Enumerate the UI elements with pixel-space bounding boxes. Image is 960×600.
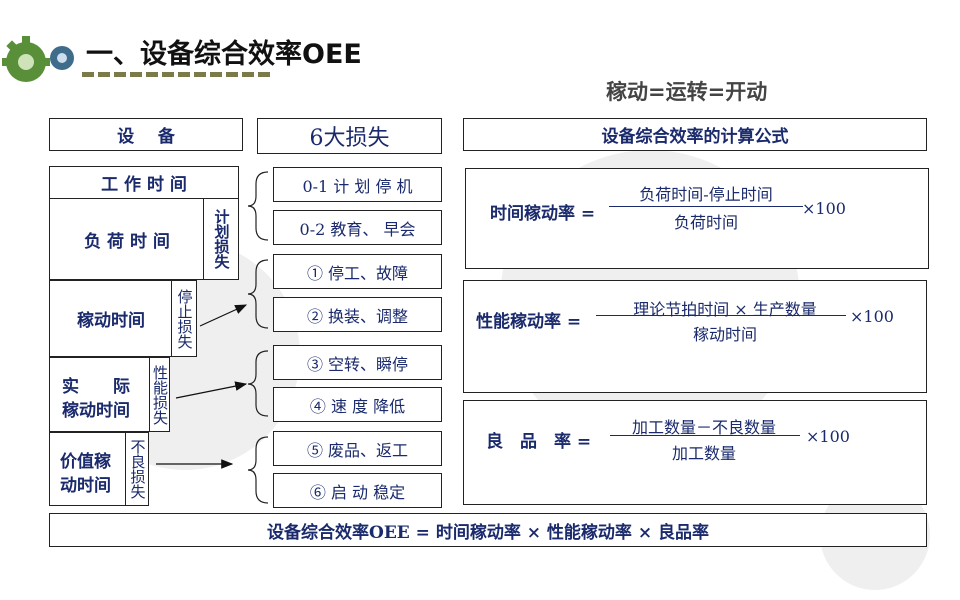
quality-rate-label: 良 品 率 =	[486, 432, 592, 452]
performance-rate-multiplier: ×100	[850, 307, 894, 326]
page-subtitle: 稼动=运转=开动	[606, 80, 768, 104]
brace-defect	[247, 436, 269, 504]
stop-loss-box: 停止损失	[171, 280, 197, 357]
loss-item: 0-2 教育、 早会	[273, 210, 442, 245]
quality-rate-multiplier: ×100	[806, 427, 850, 446]
planned-loss-box: 计划损失	[203, 198, 239, 280]
performance-rate-numerator: 理论节拍时间 × 生产数量	[633, 300, 817, 319]
six-losses-header: 6大损失	[257, 118, 442, 154]
load-time-label: 负 荷 时 间	[84, 231, 170, 252]
performance-rate-label: 性能稼动率 =	[476, 312, 582, 332]
equipment-header: 设 备	[49, 118, 243, 151]
net-operating-label-2: 稼动时间	[62, 401, 130, 421]
time-rate-denominator: 负荷时间	[673, 213, 738, 232]
time-rate-multiplier: ×100	[802, 199, 846, 218]
loss-item: ④ 速 度 降低	[273, 387, 442, 422]
loss-item: ② 换装、调整	[273, 297, 442, 332]
quality-rate-numerator: 加工数量－不良数量	[631, 418, 776, 437]
net-operating-label-1: 实 际	[62, 377, 130, 397]
loss-item: ① 停工、故障	[273, 254, 442, 289]
time-rate-label: 时间稼动率 =	[490, 204, 596, 224]
page-title: 一、设备综合效率OEE	[86, 39, 362, 70]
time-rate-fraction-line	[609, 206, 803, 207]
brace-stop	[247, 259, 269, 329]
oee-formula: 设备综合效率OEE = 时间稼动率 × 性能稼动率 × 良品率	[49, 513, 927, 547]
performance-rate-fraction-line	[596, 315, 846, 316]
performance-rate-denominator: 稼动时间	[692, 325, 757, 344]
performance-loss-box: 性能损失	[149, 357, 170, 432]
quality-rate-fraction-line	[610, 435, 800, 436]
brace-performance	[247, 350, 269, 417]
loss-item: ⑥ 启 动 稳定	[273, 473, 442, 508]
loss-item: ⑤ 废品、返工	[273, 431, 442, 466]
operating-time-label: 稼动时间	[77, 311, 145, 331]
arrow-performance	[175, 381, 248, 399]
quality-rate-formula-box: 良 品 率 = 加工数量－不良数量 加工数量 ×100	[463, 400, 927, 505]
time-rate-numerator: 负荷时间-停止时间	[639, 185, 773, 204]
formula-header: 设备综合效率的计算公式	[463, 118, 927, 151]
working-time-box: 工 作 时 间	[49, 166, 239, 199]
defect-loss-box: 不良损失	[125, 432, 149, 506]
loss-item: 0-1 计 划 停 机	[273, 167, 442, 202]
time-rate-formula-box: 时间稼动率 = 负荷时间-停止时间 负荷时间 ×100	[465, 168, 929, 269]
value-time-label-1: 价值稼	[60, 452, 111, 472]
brace-planned	[247, 171, 269, 241]
arrow-stop	[199, 304, 248, 327]
performance-rate-formula-box: 性能稼动率 = 理论节拍时间 × 生产数量 稼动时间 ×100	[463, 280, 927, 393]
loss-item: ③ 空转、瞬停	[273, 345, 442, 380]
quality-rate-denominator: 加工数量	[671, 444, 736, 463]
value-time-label-2: 动时间	[60, 476, 111, 496]
gear-logo-icon	[2, 36, 270, 82]
